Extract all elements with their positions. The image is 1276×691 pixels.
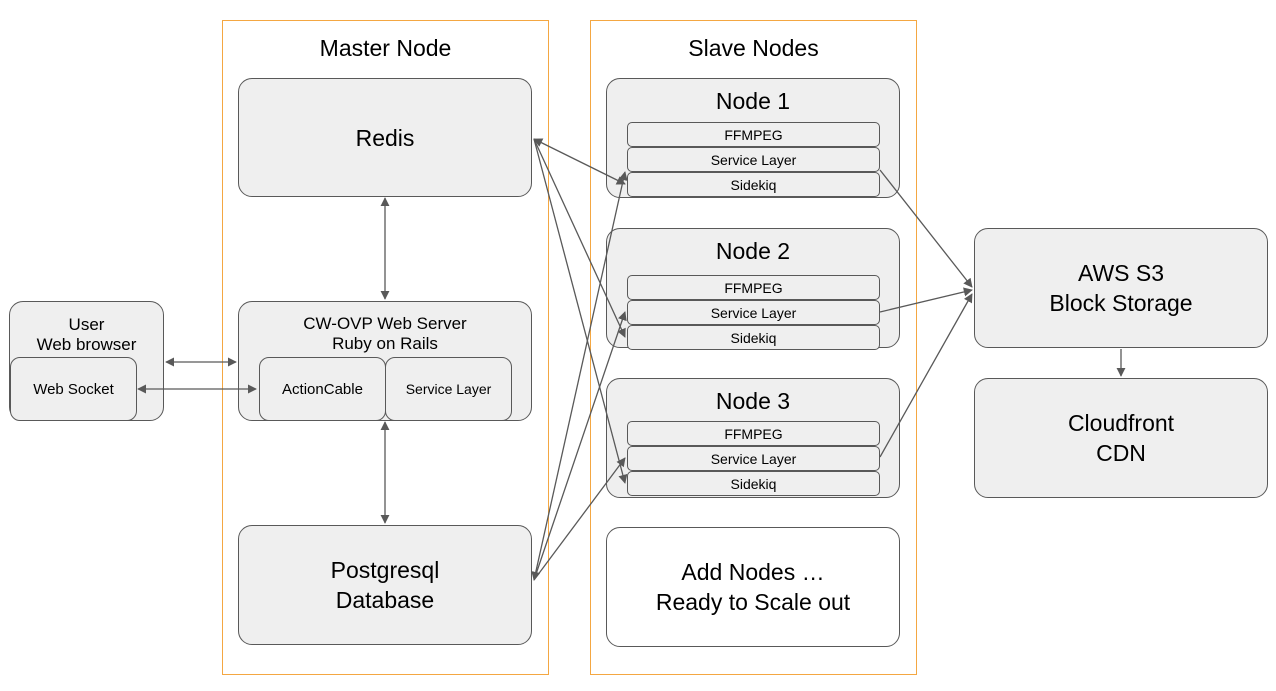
redis-box: Redis	[238, 78, 532, 197]
node-2-sidekiq-label: Sidekiq	[730, 329, 777, 346]
node-2-ffmpeg-label: FFMPEG	[724, 279, 783, 296]
add-nodes-line2: Ready to Scale out	[655, 589, 851, 615]
node-1-service-layer-label: Service Layer	[710, 151, 797, 168]
node-1-service-layer: Service Layer	[627, 147, 880, 172]
node-3-service-layer-label: Service Layer	[710, 450, 797, 467]
action-cable-label: ActionCable	[282, 380, 363, 398]
add-nodes-box: Add Nodes … Ready to Scale out	[606, 527, 900, 647]
node-3-ffmpeg-label: FFMPEG	[724, 425, 783, 442]
web-socket-box: Web Socket	[10, 357, 137, 421]
web-socket-label: Web Socket	[33, 380, 114, 398]
node-1-title: Node 1	[715, 88, 791, 114]
web-server-box: CW-OVP Web Server Ruby on Rails ActionCa…	[238, 301, 532, 421]
web-server-title: CW-OVP Web Server Ruby on Rails	[239, 314, 531, 354]
cloudfront-line1: Cloudfront	[1067, 410, 1175, 436]
user-line2: Web browser	[36, 335, 137, 354]
cloudfront-box: Cloudfront CDN	[974, 378, 1268, 498]
node-2-sidekiq: Sidekiq	[627, 325, 880, 350]
add-nodes-line1: Add Nodes …	[681, 559, 825, 585]
master-service-layer-label: Service Layer	[405, 381, 492, 397]
postgres-box: Postgresql Database	[238, 525, 532, 645]
action-cable-box: ActionCable	[259, 357, 386, 421]
node-3-box: Node 3 FFMPEG Service Layer Sidekiq	[606, 378, 900, 498]
postgres-line2: Database	[335, 587, 435, 613]
node-2-service-layer: Service Layer	[627, 300, 880, 325]
master-node-title: Master Node	[319, 35, 452, 61]
aws-s3-box: AWS S3 Block Storage	[974, 228, 1268, 348]
node-1-ffmpeg-label: FFMPEG	[724, 126, 783, 143]
master-service-layer-box: Service Layer	[385, 357, 512, 421]
slave-nodes-title: Slave Nodes	[688, 35, 819, 61]
node-1-ffmpeg: FFMPEG	[627, 122, 880, 147]
node-1-box: Node 1 FFMPEG Service Layer Sidekiq	[606, 78, 900, 198]
node-3-sidekiq: Sidekiq	[627, 471, 880, 496]
node-2-title: Node 2	[715, 238, 791, 264]
node-1-sidekiq-label: Sidekiq	[730, 176, 777, 193]
node-3-service-layer: Service Layer	[627, 446, 880, 471]
node-2-ffmpeg: FFMPEG	[627, 275, 880, 300]
node-3-title: Node 3	[715, 388, 791, 414]
cloudfront-line2: CDN	[1096, 440, 1146, 466]
user-browser-title: User Web browser	[10, 315, 163, 355]
node-2-service-layer-label: Service Layer	[710, 304, 797, 321]
aws-s3-line2: Block Storage	[1049, 290, 1193, 316]
node-2-box: Node 2 FFMPEG Service Layer Sidekiq	[606, 228, 900, 350]
aws-s3-line1: AWS S3	[1077, 260, 1165, 286]
web-server-line1: CW-OVP Web Server	[303, 314, 467, 333]
postgres-line1: Postgresql	[330, 557, 440, 583]
node-1-sidekiq: Sidekiq	[627, 172, 880, 197]
node-3-sidekiq-label: Sidekiq	[730, 475, 777, 492]
redis-label: Redis	[355, 124, 415, 151]
user-line1: User	[68, 315, 105, 334]
web-server-line2: Ruby on Rails	[332, 334, 438, 353]
node-3-ffmpeg: FFMPEG	[627, 421, 880, 446]
user-browser-box: User Web browser Web Socket	[9, 301, 164, 421]
